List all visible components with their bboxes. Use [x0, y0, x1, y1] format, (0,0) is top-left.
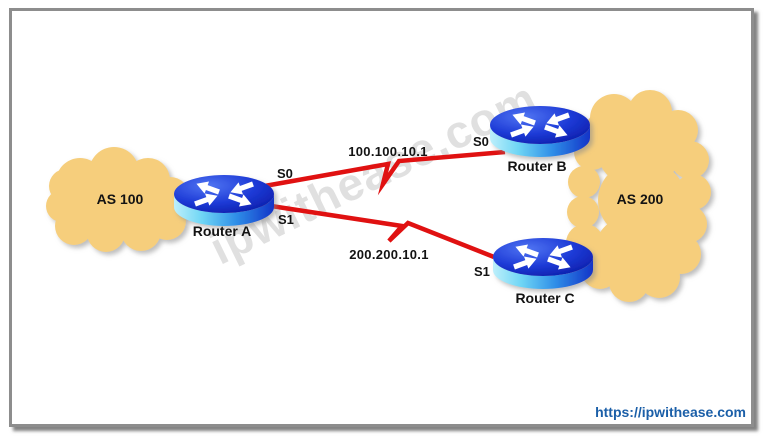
router-b-label: Router B — [507, 158, 567, 174]
as200-label: AS 200 — [616, 191, 664, 207]
as100-label: AS 100 — [96, 191, 144, 207]
router-a-label: Router A — [192, 223, 252, 239]
site-url-link[interactable]: https://ipwithease.com — [595, 404, 746, 420]
router-a-interface-s0-label: S0 — [277, 166, 293, 181]
link-top-ip-label: 100.100.10.1 — [348, 144, 428, 159]
link-bottom-ip-label: 200.200.10.1 — [349, 247, 429, 262]
router-c-interface-s1-label: S1 — [474, 264, 490, 279]
router-c-label: Router C — [515, 290, 575, 306]
router-b-interface-s0-label: S0 — [473, 134, 489, 149]
router-a-interface-s1-label: S1 — [278, 212, 294, 227]
diagram-frame — [9, 8, 754, 427]
